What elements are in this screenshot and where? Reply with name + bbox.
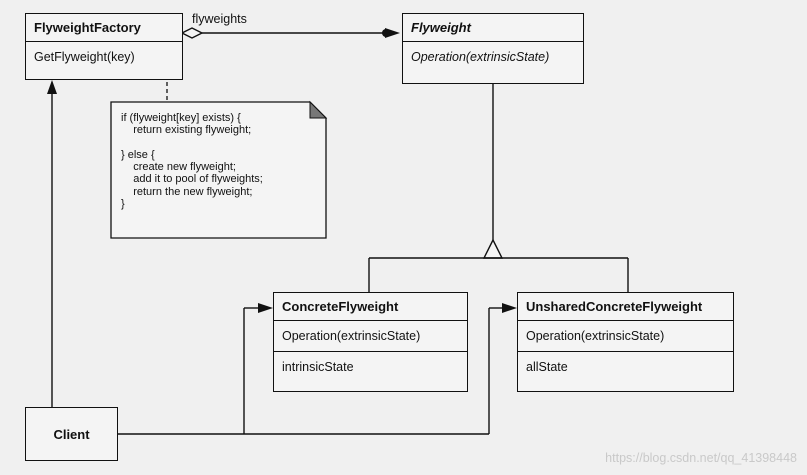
class-flyweight[interactable]: Flyweight Operation(extrinsicState) (402, 13, 584, 84)
watermark: https://blog.csdn.net/qq_41398448 (605, 451, 797, 465)
class-name: ConcreteFlyweight (274, 293, 467, 321)
class-operation: Operation(extrinsicState) (411, 50, 550, 64)
client-factory-association (47, 80, 57, 407)
class-name: Flyweight (403, 14, 583, 42)
class-name: FlyweightFactory (26, 14, 182, 42)
class-flyweight-factory[interactable]: FlyweightFactory GetFlyweight(key) (25, 13, 183, 80)
class-name: Client (53, 426, 90, 442)
class-unshared-concrete-flyweight[interactable]: UnsharedConcreteFlyweight Operation(extr… (517, 292, 734, 392)
class-concrete-flyweight[interactable]: ConcreteFlyweight Operation(extrinsicSta… (273, 292, 468, 392)
note-shape (110, 100, 328, 239)
class-attribute: intrinsicState (274, 351, 467, 382)
class-attribute: allState (518, 351, 733, 382)
note-text: if (flyweight[key] exists) { return exis… (121, 112, 263, 211)
class-operation: Operation(extrinsicState) (526, 329, 665, 343)
inheritance-connector (368, 84, 629, 292)
class-operation: Operation(extrinsicState) (282, 329, 421, 343)
class-client[interactable]: Client (25, 407, 118, 461)
class-name: UnsharedConcreteFlyweight (518, 293, 733, 321)
client-flyweight-associations (118, 303, 517, 435)
aggregation-flyweights (180, 27, 400, 39)
class-operation: GetFlyweight(key) (34, 50, 135, 64)
association-label: flyweights (192, 12, 247, 26)
